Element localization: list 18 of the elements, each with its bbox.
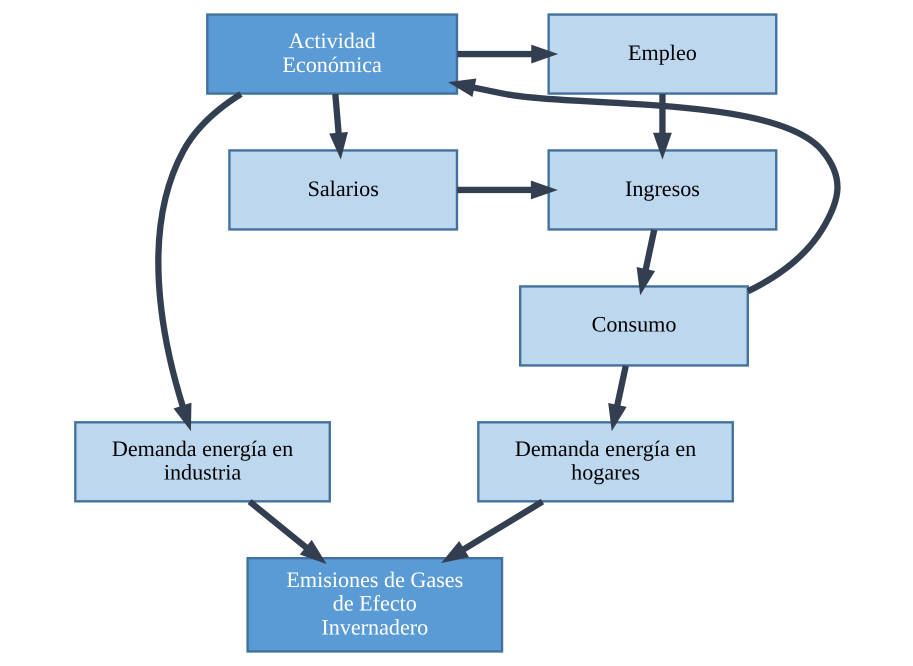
- arrow: [457, 180, 558, 200]
- arrow: [329, 94, 348, 160]
- arrow: [448, 78, 841, 294]
- arrow: [636, 229, 658, 296]
- node-box: Emisiones de Gases de Efecto Invernadero: [246, 557, 504, 653]
- node-box: Empleo: [547, 13, 778, 95]
- arrow: [653, 94, 672, 160]
- arrow: [457, 44, 558, 64]
- node-box: Consumo: [519, 285, 749, 367]
- node-box: Ingresos: [547, 149, 778, 231]
- arrow: [441, 498, 544, 564]
- node-box: Salarios: [228, 149, 458, 231]
- arrow: [155, 91, 243, 432]
- node-box: Demanda energía en industria: [74, 421, 331, 502]
- node-box: Demanda energía en hogares: [477, 421, 734, 502]
- arrow: [608, 365, 629, 432]
- arrow: [248, 499, 327, 564]
- node-box: Actividad Económica: [206, 13, 458, 95]
